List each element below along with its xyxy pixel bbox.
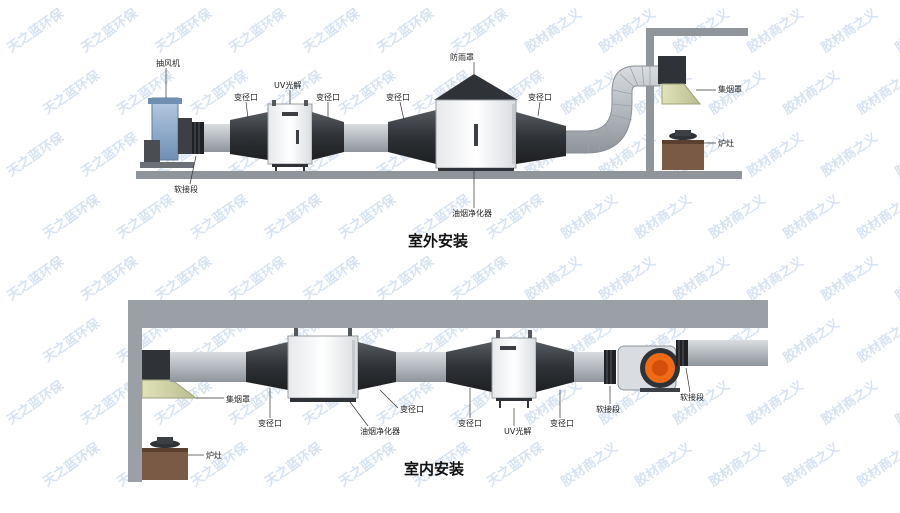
label-soft-joint-indoor-1: 软接段 <box>596 404 620 414</box>
label-stove-outdoor: 炉灶 <box>718 138 734 148</box>
label-reducer-indoor-1: 变径口 <box>258 418 282 428</box>
indoor-purifier-unit <box>287 328 359 402</box>
label-purifier-outdoor: 油烟净化器 <box>452 208 492 218</box>
label-exhaust-fan: 抽风机 <box>156 58 180 68</box>
outdoor-duct-1 <box>204 124 230 152</box>
indoor-title: 室内安装 <box>404 460 465 478</box>
indoor-stove <box>142 437 188 480</box>
label-reducer-indoor-3: 变径口 <box>458 418 482 428</box>
outdoor-reducer-mid <box>312 112 344 160</box>
label-uv-outdoor: UV光解 <box>274 80 301 90</box>
outdoor-purifier-unit <box>435 99 517 171</box>
indoor-section: 集烟罩 炉灶 变径口 油烟净化器 变径口 变径口 UV光解 变径口 软接段 <box>128 300 768 482</box>
label-soft-joint-indoor-2: 软接段 <box>680 392 704 402</box>
indoor-ceiling-frame <box>128 300 768 482</box>
label-reducer-in: 变径口 <box>386 92 410 102</box>
outdoor-reducer-in <box>388 110 436 164</box>
indoor-hood-box <box>142 350 170 380</box>
indoor-duct-outlet <box>688 340 768 366</box>
indoor-fan <box>617 345 680 392</box>
outdoor-soft-joint <box>192 122 204 154</box>
label-hood-indoor: 集烟罩 <box>226 394 250 404</box>
label-rain-cover: 防雨罩 <box>450 52 474 62</box>
outdoor-section: 抽风机 变径口 UV光解 变径口 防雨罩 变径口 变径口 集烟罩 炉灶 软接 <box>136 28 748 250</box>
indoor-reducer-1 <box>246 342 288 390</box>
indoor-duct-3 <box>574 352 604 382</box>
label-purifier-indoor: 油烟净化器 <box>360 426 400 436</box>
indoor-soft-joint-2 <box>676 340 688 366</box>
outdoor-stove <box>662 130 704 170</box>
outdoor-rain-cover <box>434 74 518 100</box>
outdoor-reducer-right <box>516 112 566 164</box>
outdoor-duct-2 <box>344 124 388 152</box>
outdoor-uv-unit <box>267 100 313 171</box>
label-stove-indoor: 炉灶 <box>206 450 222 460</box>
label-reducer-mid: 变径口 <box>316 92 340 102</box>
label-hood-outdoor: 集烟罩 <box>718 84 742 94</box>
label-soft-joint-outdoor: 软接段 <box>174 184 198 194</box>
indoor-reducer-4 <box>536 342 574 392</box>
indoor-reducer-3 <box>446 342 492 392</box>
indoor-uv-unit <box>491 330 537 408</box>
outdoor-reducer-left <box>230 112 268 160</box>
indoor-collection-hood <box>141 379 198 399</box>
outdoor-exhaust-fan <box>140 97 194 168</box>
indoor-duct-1 <box>170 352 246 382</box>
indoor-reducer-2 <box>358 342 396 390</box>
outdoor-building-wall <box>646 28 748 178</box>
label-reducer-indoor-2: 变径口 <box>400 404 424 414</box>
label-reducer-indoor-4: 变径口 <box>550 418 574 428</box>
outdoor-hood-box <box>658 56 686 84</box>
outdoor-title: 室外安装 <box>408 232 469 250</box>
indoor-soft-joint-1 <box>604 350 616 384</box>
indoor-duct-2 <box>396 352 446 382</box>
label-reducer-right: 变径口 <box>528 92 552 102</box>
outdoor-flex-duct <box>565 65 661 154</box>
label-reducer-left: 变径口 <box>234 92 258 102</box>
outdoor-collection-hood <box>661 83 702 105</box>
label-uv-indoor: UV光解 <box>504 426 531 436</box>
outdoor-flex-corrugation <box>587 65 651 154</box>
outdoor-ground <box>136 171 742 179</box>
